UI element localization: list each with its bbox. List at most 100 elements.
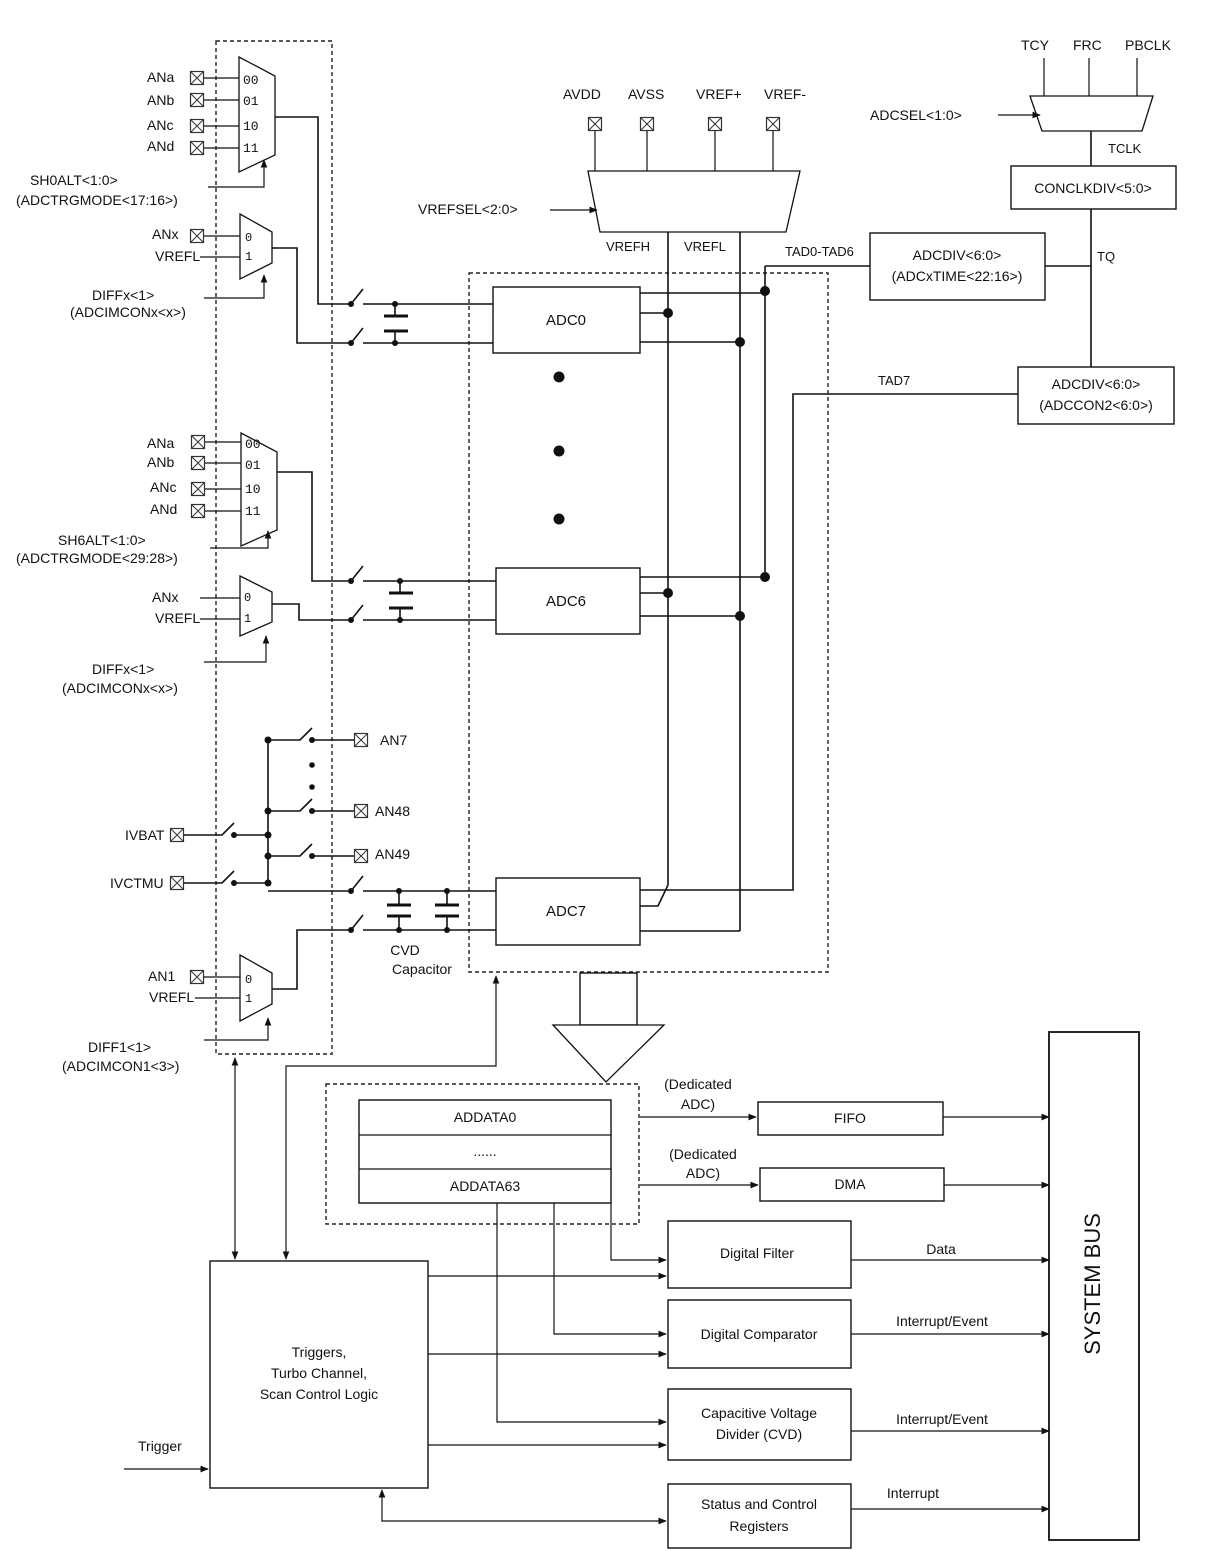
mux6-sel-01: 01	[245, 458, 261, 473]
trigger-logic-label: Triggers,	[292, 1344, 347, 1360]
adc6-label: ADC6	[546, 593, 586, 610]
status-control-block	[667, 1483, 852, 1549]
addata-ellipsis: ......	[473, 1143, 496, 1159]
dedicated-adc-dma-label-2: ADC)	[686, 1165, 720, 1181]
frc-label: FRC	[1073, 37, 1102, 53]
mux0-sel-00: 00	[243, 73, 259, 88]
dma-label: DMA	[834, 1176, 866, 1192]
cvd-capacitor-label-2: Capacitor	[392, 961, 452, 977]
vref-minus-label: VREF-	[764, 86, 806, 102]
dedicated-adc-dma-label: (Dedicated	[669, 1146, 737, 1162]
pad-icon	[639, 116, 655, 132]
status-control-label: Status and Control	[701, 1496, 817, 1512]
pad-icon	[169, 827, 185, 843]
vref-select-mux	[587, 170, 801, 233]
mux0-an-a-label: ANa	[147, 69, 174, 85]
addata63-label: ADDATA63	[450, 1178, 520, 1194]
conclkdiv-label: CONCLKDIV<5:0>	[1034, 180, 1152, 196]
diff6-vrefl-label: VREFL	[155, 610, 200, 626]
diff7-sel-0: 0	[245, 973, 252, 987]
diff7-ctrl-label: DIFF1<1>	[88, 1039, 151, 1055]
mux6-sel-11: 11	[245, 504, 261, 519]
mux6-sel-10: 10	[245, 482, 261, 497]
pad-icon	[765, 116, 781, 132]
cvd-block	[667, 1388, 852, 1461]
data-output-label: Data	[926, 1241, 956, 1257]
pad-icon	[189, 228, 205, 244]
pad-icon	[353, 803, 369, 819]
avss-label: AVSS	[628, 86, 664, 102]
pad-icon	[190, 434, 206, 450]
tad0-tad6-label: TAD0-TAD6	[785, 244, 854, 259]
input-mux-adc0: 00 01 10 11	[238, 55, 276, 174]
diff7-ctrl-register: (ADCIMCON1<3>)	[62, 1058, 179, 1074]
ivbat-label: IVBAT	[125, 827, 165, 843]
dedicated-adc-fifo-label: (Dedicated	[664, 1076, 732, 1092]
pad-icon	[169, 875, 185, 891]
adcsel-label: ADCSEL<1:0>	[870, 107, 962, 123]
conclkdiv-block	[1010, 165, 1177, 210]
pad-icon	[189, 140, 205, 156]
diff0-sel-1: 1	[245, 250, 252, 264]
pad-icon	[190, 481, 206, 497]
trigger-input-label: Trigger	[138, 1438, 182, 1454]
trigger-logic-label-3: Scan Control Logic	[260, 1386, 378, 1402]
system-bus-block	[1048, 1031, 1140, 1541]
adc0-label: ADC0	[546, 312, 586, 329]
adc-core-region	[468, 272, 829, 973]
dma-block	[759, 1167, 945, 1202]
pad-icon	[189, 70, 205, 86]
mux0-an-b-label: ANb	[147, 92, 174, 108]
mux0-sel-01: 01	[243, 94, 259, 109]
diff-mux-adc7: 0 1	[239, 953, 273, 1023]
mux0-an-d-label: ANd	[147, 138, 174, 154]
status-interrupt-label: Interrupt	[887, 1485, 939, 1501]
adcdiv-con2-label: ADCDIV<6:0>	[1052, 376, 1141, 392]
diff0-sel-0: 0	[245, 231, 252, 245]
cvd-block-label-2: Divider (CVD)	[716, 1426, 802, 1442]
mux0-sel-10: 10	[243, 119, 259, 134]
vrefh-label: VREFH	[606, 239, 650, 254]
mux6-an-a-label: ANa	[147, 435, 174, 451]
adc6-block	[495, 567, 641, 635]
adcdiv-con2-block	[1017, 366, 1175, 425]
pad-icon	[353, 848, 369, 864]
diff-mux-adc6: 0 1	[239, 574, 273, 637]
mux6-ctrl-register: (ADCTRGMODE<29:28>)	[16, 550, 178, 566]
cvd-capacitor-label: CVD	[390, 942, 420, 958]
mux6-an-c-label: ANc	[150, 479, 176, 495]
mux0-an-c-label: ANc	[147, 117, 173, 133]
pad-icon	[189, 969, 205, 985]
digital-comparator-block	[667, 1299, 852, 1369]
diff0-an-x-label: ANx	[152, 226, 178, 242]
cvd-block-label: Capacitive Voltage	[701, 1405, 817, 1421]
trigger-logic-block	[209, 1260, 429, 1489]
vref-plus-label: VREF+	[696, 86, 742, 102]
adcdiv-con2-register: (ADCCON2<6:0>)	[1039, 397, 1153, 413]
avdd-label: AVDD	[563, 86, 601, 102]
digital-comparator-label: Digital Comparator	[701, 1326, 818, 1342]
tclk-label: TCLK	[1108, 141, 1142, 156]
mux6-sel-00: 00	[245, 437, 261, 452]
digital-filter-label: Digital Filter	[720, 1245, 794, 1261]
diff0-vrefl-label: VREFL	[155, 248, 200, 264]
mux6-an-b-label: ANb	[147, 454, 174, 470]
fifo-label: FIFO	[834, 1110, 866, 1126]
mux0-sel-11: 11	[243, 141, 259, 156]
vrefsel-label: VREFSEL<2:0>	[418, 201, 518, 217]
trigger-logic-label-2: Turbo Channel,	[271, 1365, 367, 1381]
diff6-sel-0: 0	[244, 591, 251, 605]
dedicated-adc-fifo-label-2: ADC)	[681, 1096, 715, 1112]
an48-label: AN48	[375, 803, 410, 819]
mux0-ctrl-label: SH0ALT<1:0>	[30, 172, 118, 188]
diff6-an-x-label: ANx	[152, 589, 178, 605]
diff6-ctrl-register: (ADCIMCONx<x>)	[62, 680, 178, 696]
vrefl-label: VREFL	[684, 239, 726, 254]
mux6-an-d-label: ANd	[150, 501, 177, 517]
tcy-label: TCY	[1021, 37, 1050, 53]
pad-icon	[190, 455, 206, 471]
adc7-label: ADC7	[546, 903, 586, 920]
system-bus-label: SYSTEM BUS	[1080, 1213, 1105, 1355]
mux0-ctrl-register: (ADCTRGMODE<17:16>)	[16, 192, 178, 208]
